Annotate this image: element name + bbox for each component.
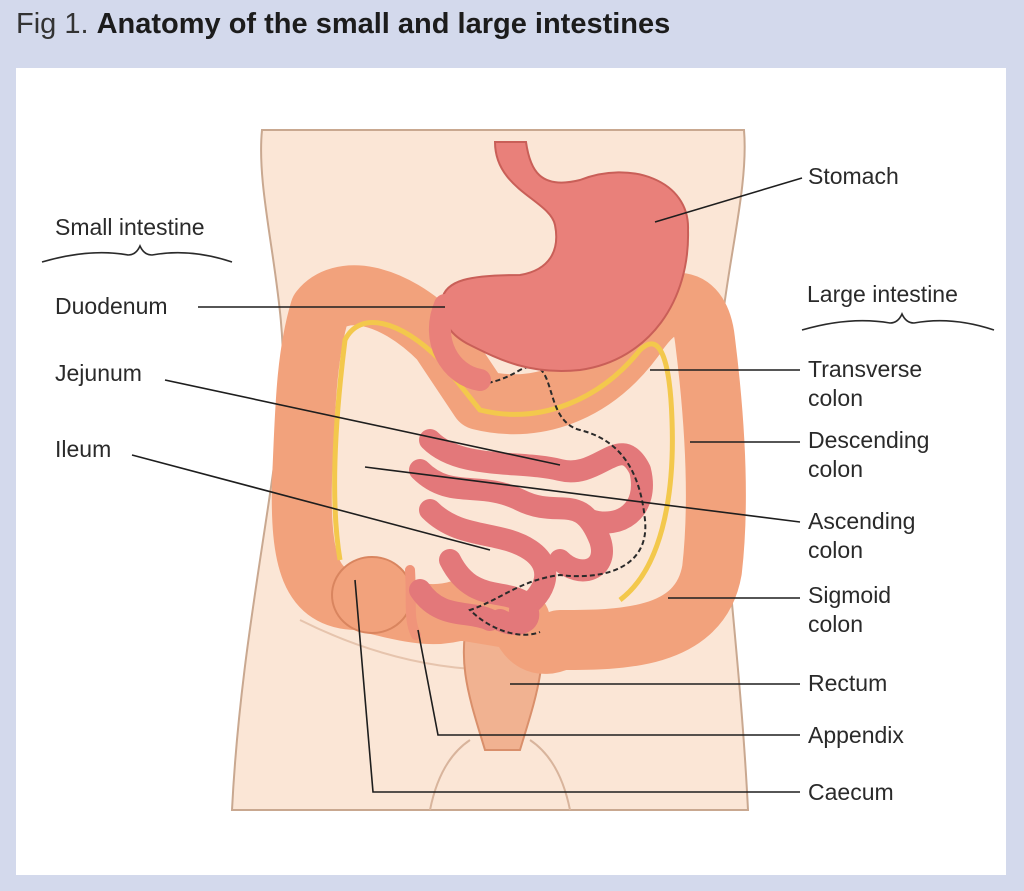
ascending-colon-label-line1: Ascending <box>808 508 916 534</box>
small-intestine-group-label: Small intestine <box>55 214 205 240</box>
small-intestine <box>409 429 653 635</box>
transverse-colon-label-line2: colon <box>808 385 863 411</box>
figure-title: Fig 1. Anatomy of the small and large in… <box>16 4 670 44</box>
ileum-label: Ileum <box>55 436 112 462</box>
stomach-shape <box>440 141 690 372</box>
small-intestine-brace <box>41 244 233 263</box>
groin-crease-left <box>429 739 471 811</box>
jejunum-label: Jejunum <box>55 360 142 386</box>
stomach-leader <box>654 177 803 223</box>
rectum-label: Rectum <box>808 670 888 696</box>
appendix-shape <box>405 565 421 640</box>
ascending-leader <box>364 466 801 523</box>
sigmoid-colon-label-line1: Sigmoid <box>808 582 892 608</box>
large-intestine-group-label: Large intestine <box>807 281 958 307</box>
appendix-label: Appendix <box>808 722 904 748</box>
colon-fat-stripe <box>332 320 675 602</box>
sigmoid-colon-label-line2: colon <box>808 611 863 637</box>
leader-lines <box>131 177 803 793</box>
ascending-colon-label-line2: colon <box>808 537 863 563</box>
large-intestine-brace <box>801 312 995 331</box>
duodenum-shape <box>429 294 491 391</box>
descending-colon-label-line2: colon <box>808 456 863 482</box>
caecum-shape <box>331 556 413 634</box>
descending-colon-label-line1: Descending <box>808 427 930 453</box>
duodenum-label: Duodenum <box>55 293 168 319</box>
figure-heading: Anatomy of the small and large intestine… <box>96 8 671 40</box>
caecum-leader <box>354 579 800 793</box>
stomach-label: Stomach <box>808 163 899 189</box>
jejunum-leader <box>164 379 561 466</box>
transverse-colon-label-line1: Transverse <box>808 356 923 382</box>
ileum-leader <box>131 454 491 551</box>
figure-number: Fig 1. <box>16 8 89 40</box>
caecum-label: Caecum <box>808 779 894 805</box>
appendix-leader <box>417 629 800 736</box>
groin-crease-right <box>529 739 571 811</box>
